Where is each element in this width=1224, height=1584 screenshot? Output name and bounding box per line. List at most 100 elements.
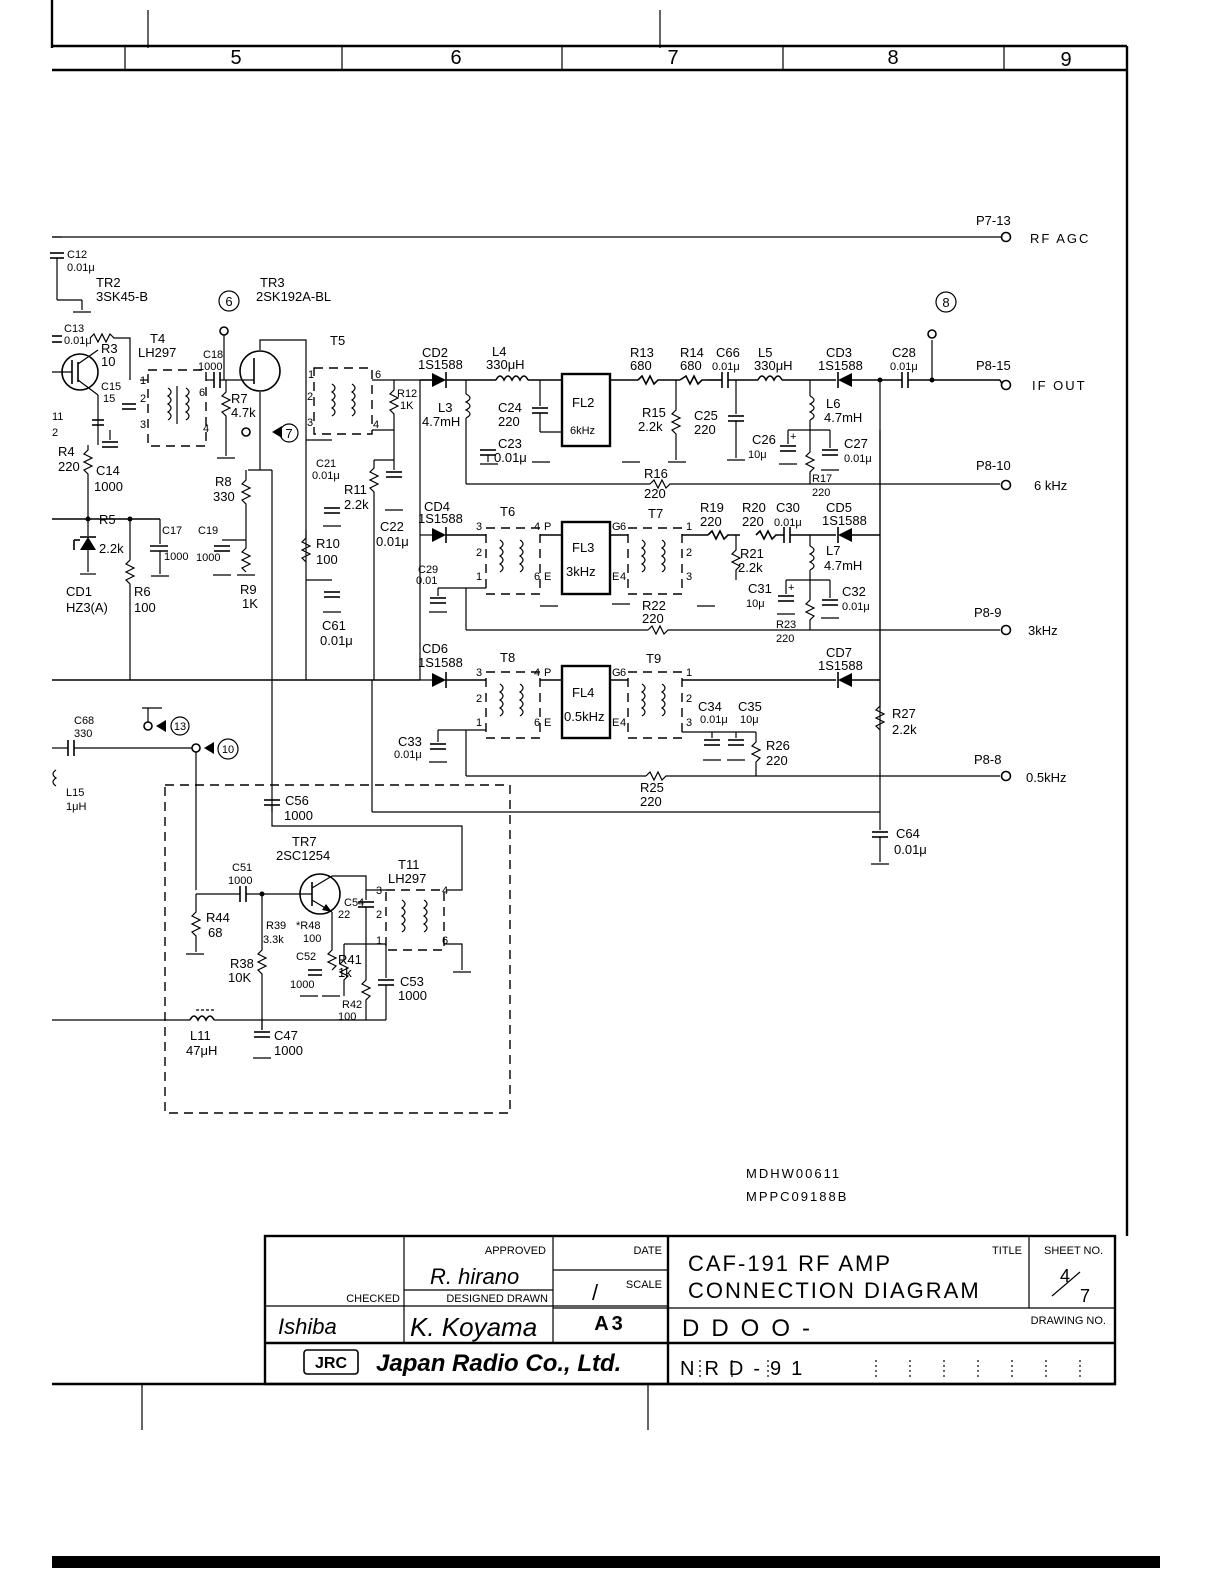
r25-label: R25 [640,780,664,795]
cd4-value: 1S1588 [418,511,463,526]
tr3-transistor-symbol [239,350,281,392]
c13-value: 0.01μ [64,335,92,347]
svg-text:3: 3 [686,717,692,729]
r17-label: R17 [812,473,832,485]
c68-value: 330 [74,728,92,740]
filter-path-6khz: CD2 1S1588 L4 330μH L3 4.7mH C24 220 C23… [418,291,1000,830]
r25-value: 220 [640,794,662,809]
r19-label: R19 [700,500,724,515]
t8-label: T8 [500,650,515,665]
r16-value: 220 [644,486,666,501]
p8-8-pin: P8-8 [974,752,1001,767]
svg-text:P: P [544,521,551,533]
company-name: Japan Radio Co., Ltd. [376,1350,621,1377]
svg-text:3: 3 [376,885,382,897]
c22-value: 0.01μ [376,534,409,549]
c14-label: C14 [96,463,120,478]
c34-value: 0.01μ [700,714,728,726]
r20-value: 220 [742,514,764,529]
svg-text:4: 4 [373,419,379,431]
r19-value: 220 [700,514,722,529]
edge-label-2: 2 [52,427,58,439]
tr7-label: TR7 [292,834,317,849]
connector-p7-13[interactable] [1000,231,1012,243]
r39-value: 3.3k [263,934,284,946]
cd7-diode [838,673,852,687]
l7-label: L7 [826,543,840,558]
connector-p8-8[interactable] [1000,770,1012,782]
connector-p8-15[interactable] [1000,379,1012,391]
tr7-part: 2SC1254 [276,848,330,863]
cd6-diode [432,673,446,687]
p8-10-signal: 6 kHz [1034,478,1067,493]
r7-label: R7 [231,391,248,406]
p8-10-pin: P8-10 [976,458,1011,473]
cd3-diode [838,373,852,387]
connector-p8-9[interactable] [1000,624,1012,636]
column-label-5: 5 [230,47,241,69]
title-line-1: CAF-191 RF AMP [688,1251,892,1276]
l11-value: 47μH [186,1043,217,1058]
tr2-label: TR2 [96,275,121,290]
cd4-label: CD4 [424,499,450,514]
svg-text:4: 4 [534,521,540,533]
r8-label: R8 [215,474,232,489]
c68-label: C68 [74,715,94,727]
test-point-13[interactable] [143,721,153,731]
r3-label: R3 [101,341,118,356]
r17-value: 220 [812,487,830,499]
column-label-8: 8 [887,47,898,69]
svg-text:1: 1 [376,935,382,947]
c64-value: 0.01μ [894,842,927,857]
test-point-10-label: 10 [222,744,234,756]
scale-label: SCALE [626,1279,662,1291]
c64-label: C64 [896,826,920,841]
svg-text:6: 6 [620,667,626,679]
cd5-label: CD5 [826,500,852,515]
svg-text:2: 2 [686,693,692,705]
c19-value: 1000 [196,552,220,564]
sheet-no-label: SHEET NO. [1044,1245,1103,1257]
test-point-8[interactable] [927,329,937,339]
fl3-bandwidth: 3kHz [566,564,596,579]
fl3-label: FL3 [572,540,594,555]
r11-label: R11 [344,482,367,497]
l6-value: 4.7mH [824,410,862,425]
c13-label: C13 [64,323,84,335]
l3-value: 4.7mH [422,414,460,429]
c17-label: C17 [162,525,182,537]
r3-value: 10 [101,354,115,369]
connector-p8-10[interactable] [1000,479,1012,491]
c24-value: 220 [498,414,520,429]
l15-value: 1μH [66,801,86,813]
c23-value: 0.01μ [494,450,527,465]
svg-text:6: 6 [620,521,626,533]
r21-label: R21 [740,546,764,561]
checked-label: CHECKED [346,1293,400,1305]
r6-value: 100 [134,600,156,615]
svg-text:6: 6 [534,571,540,583]
c26-value: 10μ [748,449,767,461]
t11-transformer [385,889,445,951]
p7-13-pin: P7-13 [976,213,1011,228]
c15-label: C15 [101,381,121,393]
title-block: APPROVED R. hirano DATE SCALE / CHECKED … [263,1234,1117,1386]
drawing-number-line-1: DDOO- [682,1315,822,1342]
svg-text:P: P [544,667,551,679]
svg-text:G: G [612,667,621,679]
r16-label: R16 [644,466,668,481]
cd5-value: 1S1588 [822,513,867,528]
r4-label: R4 [58,444,75,459]
l7-value: 4.7mH [824,558,862,573]
c29-value: 0.01 [416,575,437,587]
checked-signature: Ishiba [278,1314,337,1339]
svg-text:1: 1 [476,571,482,583]
t11-label: T11 [398,857,419,872]
test-point-10[interactable] [191,743,201,753]
svg-text:2: 2 [476,547,482,559]
sheet-number: 4 [1060,1266,1070,1286]
r20-label: R20 [742,500,766,515]
test-point-6[interactable] [219,326,229,336]
r23-label: R23 [776,619,796,631]
